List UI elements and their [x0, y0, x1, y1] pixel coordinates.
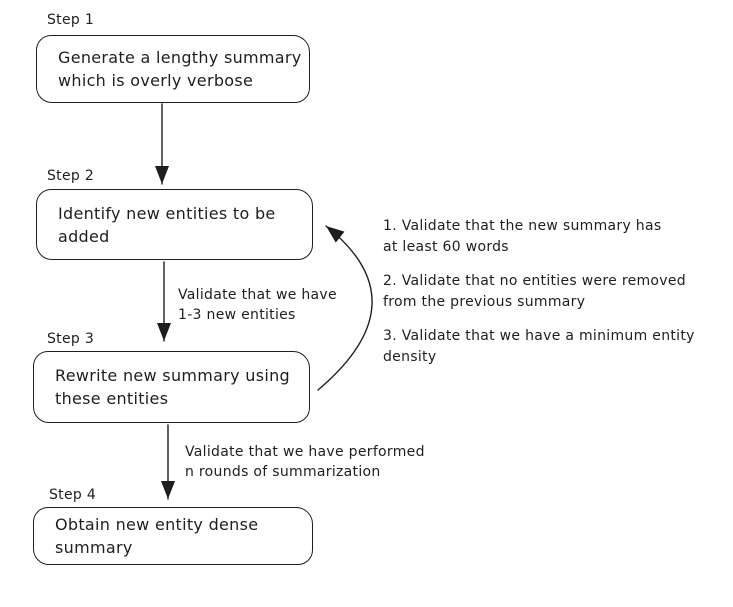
- step-2-label: Step 2: [47, 168, 95, 184]
- step-4-box: Obtain new entity dense summary: [33, 507, 313, 565]
- loop-validation-notes: 1. Validate that the new summary has at …: [383, 216, 695, 368]
- step-4-text: Obtain new entity dense summary: [55, 515, 259, 557]
- loop-note-1: 1. Validate that the new summary has at …: [383, 218, 662, 255]
- edge-label-step2-step3: Validate that we have 1-3 new entities: [178, 287, 337, 323]
- loop-note-3: 3. Validate that we have a minimum entit…: [383, 328, 695, 365]
- edge-label-step3-step4: Validate that we have performed n rounds…: [185, 444, 425, 480]
- step-1-text: Generate a lengthy summary which is over…: [58, 48, 302, 90]
- step-1-label: Step 1: [47, 12, 95, 28]
- step-3-text: Rewrite new summary using these entities: [55, 366, 291, 408]
- step-1-box: Generate a lengthy summary which is over…: [36, 35, 310, 103]
- step-2-text: Identify new entities to be added: [58, 203, 276, 246]
- step-2-box: Identify new entities to be added: [36, 189, 313, 260]
- step-3-box: Rewrite new summary using these entities: [33, 351, 310, 423]
- loop-note-2: 2. Validate that no entities were remove…: [383, 273, 686, 310]
- step-3-label: Step 3: [47, 331, 95, 347]
- step-4-label: Step 4: [49, 487, 97, 503]
